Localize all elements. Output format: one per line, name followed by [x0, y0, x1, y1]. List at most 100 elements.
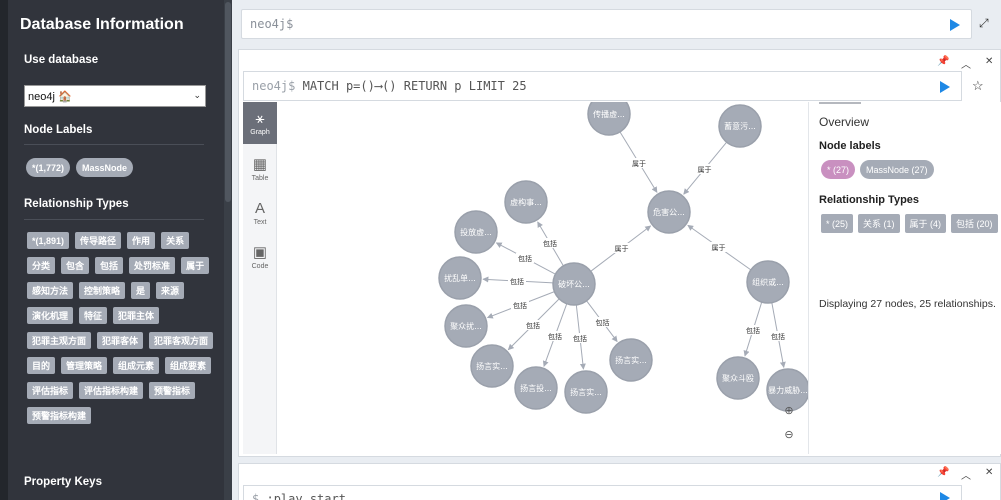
- view-label: Table: [251, 174, 269, 182]
- frame-query-editor[interactable]: neo4j$ MATCH p=()⟶() RETURN p LIMIT 25: [243, 71, 962, 101]
- relationship-type-tag[interactable]: 控制策略: [79, 282, 126, 299]
- relationship-type-tag[interactable]: 组成元素: [113, 357, 160, 374]
- view-label: Code: [251, 262, 269, 270]
- graph-node[interactable]: [766, 368, 808, 412]
- relationship-type-tag[interactable]: 演化机理: [27, 307, 74, 324]
- run-query-play-icon[interactable]: [950, 19, 960, 31]
- overview-node-label[interactable]: * (27): [821, 160, 856, 179]
- graph-node[interactable]: [514, 366, 558, 410]
- graph-icon: ⚹: [255, 109, 265, 127]
- view-graph-tab[interactable]: ⚹ Graph: [243, 102, 277, 144]
- database-select[interactable]: neo4j 🏠 ⌄: [24, 85, 206, 107]
- relationship-type-tag[interactable]: 是: [131, 282, 151, 299]
- node-label-massnode[interactable]: MassNode: [76, 158, 134, 177]
- view-table-tab[interactable]: ▦ Table: [243, 148, 277, 190]
- overview-rel-type[interactable]: 包括 (20): [951, 214, 998, 233]
- relationship-type-tag[interactable]: *(1,891): [27, 232, 70, 249]
- relationship-type-tag[interactable]: 来源: [156, 282, 185, 299]
- overview-node-label[interactable]: MassNode (27): [860, 160, 934, 179]
- graph-node[interactable]: [564, 370, 608, 414]
- relationship-type-tag[interactable]: 组成要素: [165, 357, 212, 374]
- overview-title: Overview: [819, 115, 870, 129]
- node-label-all[interactable]: *(1,772): [26, 158, 71, 177]
- zoom-out-icon[interactable]: ⊖: [784, 429, 794, 441]
- relationship-type-tag[interactable]: 包括: [95, 257, 124, 274]
- use-database-heading: Use database: [24, 54, 99, 66]
- sidebar-scrollbar[interactable]: [224, 0, 232, 500]
- rerun-play-icon[interactable]: [940, 81, 950, 93]
- relationship-type-tag[interactable]: 犯罪客体: [97, 332, 144, 349]
- relationship-type-tag[interactable]: 作用: [127, 232, 156, 249]
- overview-rel-type[interactable]: 关系 (1): [858, 214, 900, 233]
- relationship-type-tag[interactable]: 预警指标构建: [27, 407, 92, 424]
- graph-node-label: 聚众斗殴: [722, 374, 754, 383]
- graph-node-label: 危害公...: [653, 207, 685, 217]
- collapse-icon[interactable]: ︿: [961, 60, 971, 71]
- graph-node[interactable]: [746, 260, 790, 304]
- database-select-value: neo4j 🏠: [28, 90, 72, 103]
- divider: [24, 219, 204, 220]
- graph-node[interactable]: [444, 304, 488, 348]
- relationship-label: 包括: [771, 332, 785, 341]
- graph-node[interactable]: [454, 210, 498, 254]
- graph-node[interactable]: [470, 344, 514, 388]
- relationship-type-tag[interactable]: 分类: [27, 257, 56, 274]
- graph-node[interactable]: [504, 180, 548, 224]
- relationship-type-tag[interactable]: 犯罪主观方面: [27, 332, 92, 349]
- relationship-label: 包括: [543, 239, 557, 248]
- graph-node[interactable]: [552, 262, 596, 306]
- overview-rel-type[interactable]: * (25): [821, 214, 854, 233]
- view-code-tab[interactable]: ▣ Code: [243, 236, 277, 278]
- view-label: Text: [253, 218, 267, 226]
- relationship-label: 包括: [746, 326, 760, 335]
- scrollbar-thumb[interactable]: [225, 2, 231, 202]
- relationship-type-tag[interactable]: 预警指标: [149, 382, 196, 399]
- run-play-icon[interactable]: [940, 492, 950, 500]
- overview-image: [819, 102, 861, 104]
- graph-svg[interactable]: 属于属于属于属于包括包括包括包括包括包括包括包括包括包括传播虚...蓄意污...…: [278, 102, 808, 454]
- relationship-label-bg: [695, 164, 714, 174]
- relationship-type-tag[interactable]: 管理策略: [61, 357, 108, 374]
- graph-node[interactable]: [609, 338, 653, 382]
- fullscreen-icon[interactable]: ⤢: [979, 16, 989, 30]
- close-icon[interactable]: ✕: [985, 467, 994, 478]
- view-label: Graph: [250, 128, 270, 136]
- overview-rel-types-heading: Relationship Types: [819, 194, 920, 206]
- pin-icon[interactable]: 📌: [937, 56, 950, 67]
- relationship-type-tag[interactable]: 关系: [161, 232, 190, 249]
- pin-icon[interactable]: 📌: [937, 467, 950, 478]
- relationship-label-bg: [524, 320, 542, 330]
- relationship-type-tag[interactable]: 传导路径: [75, 232, 122, 249]
- main-editor[interactable]: neo4j$: [241, 9, 972, 39]
- relationship-type-tag[interactable]: 目的: [27, 357, 56, 374]
- graph-node[interactable]: [716, 356, 760, 400]
- relationship-type-tag[interactable]: 特征: [79, 307, 108, 324]
- close-icon[interactable]: ✕: [985, 56, 994, 67]
- relationship-type-tag[interactable]: 感知方法: [27, 282, 74, 299]
- result-frame: 📌 ︿ ✕ neo4j$ MATCH p=()⟶() RETURN p LIMI…: [238, 49, 1001, 457]
- graph-canvas[interactable]: 属于属于属于属于包括包括包括包括包括包括包括包括包括包括传播虚...蓄意污...…: [278, 102, 808, 454]
- relationship-label-bg: [541, 238, 559, 248]
- relationship-type-tag[interactable]: 包含: [61, 257, 90, 274]
- table-icon: ▦: [252, 155, 268, 173]
- graph-node[interactable]: [718, 104, 762, 148]
- collapse-icon[interactable]: ︿: [961, 471, 971, 482]
- relationship-label: 包括: [518, 254, 532, 263]
- relationship-type-tag[interactable]: 评估指标: [27, 382, 74, 399]
- graph-node[interactable]: [587, 102, 631, 136]
- graph-node-label: 暴力威胁...: [768, 385, 808, 395]
- next-frame-editor[interactable]: $ :play start: [243, 485, 962, 500]
- property-keys-heading: Property Keys: [24, 476, 102, 488]
- relationship-type-tag[interactable]: 属于: [181, 257, 210, 274]
- graph-node[interactable]: [438, 256, 482, 300]
- overview-rel-type[interactable]: 属于 (4): [904, 214, 947, 233]
- zoom-in-icon[interactable]: ⊕: [784, 405, 794, 417]
- relationship-type-tag[interactable]: 犯罪客观方面: [149, 332, 214, 349]
- relationship-type-tag[interactable]: 评估指标构建: [79, 382, 144, 399]
- relationship-type-tag[interactable]: 处罚标准: [129, 257, 176, 274]
- view-text-tab[interactable]: A Text: [243, 192, 277, 234]
- graph-node[interactable]: [647, 190, 691, 234]
- favorite-star-icon[interactable]: ☆: [972, 78, 984, 93]
- relationship-type-tag[interactable]: 犯罪主体: [113, 307, 160, 324]
- frame-prompt: neo4j$: [252, 79, 296, 93]
